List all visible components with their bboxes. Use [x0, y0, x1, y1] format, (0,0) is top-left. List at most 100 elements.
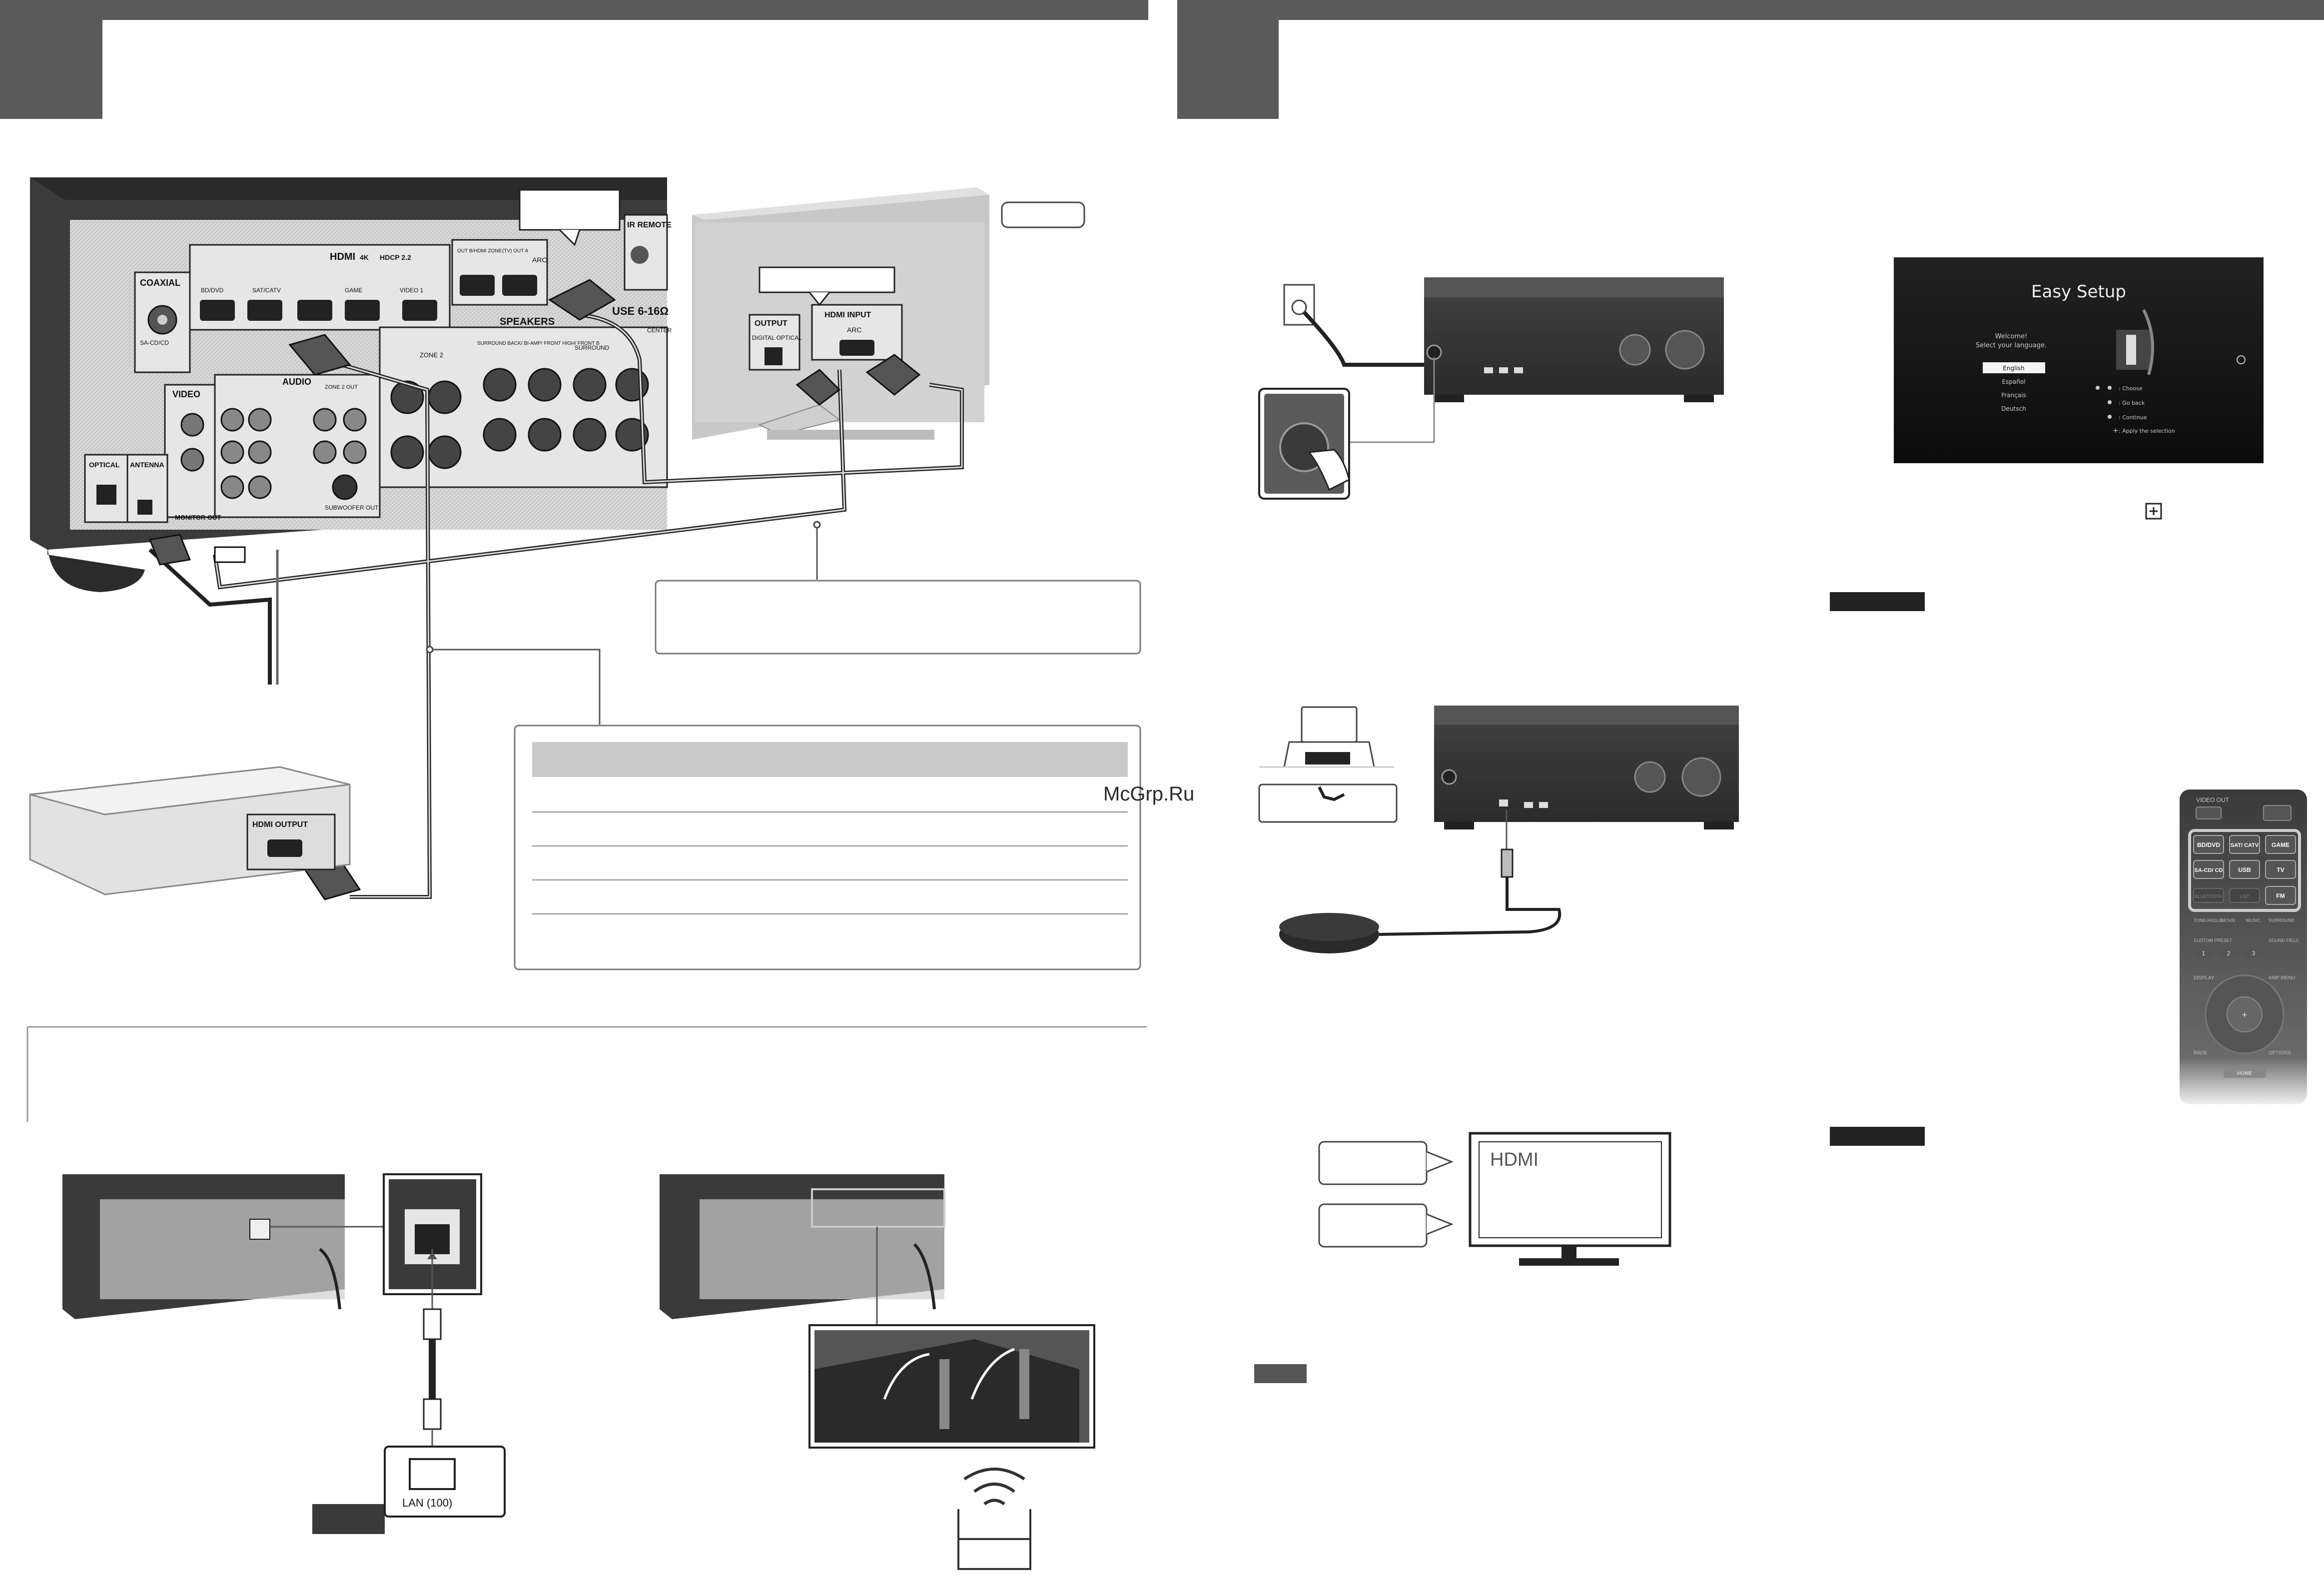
tv-arc-label: ARC [847, 326, 862, 334]
hdmi-table-box [426, 646, 1141, 970]
hdmi-out-b: OUT B/HDMI ZONE [457, 248, 502, 254]
remote-label-back: BACK [2194, 1050, 2208, 1056]
remote-label-display: DISPLAY [2194, 975, 2215, 981]
optical-label: OPTICAL [89, 461, 120, 469]
remote-fm-label: FM [2276, 892, 2285, 899]
remote-tv-label: TV [2277, 866, 2284, 873]
video-label: VIDEO [172, 389, 200, 399]
hdmi-output-label: HDMI OUTPUT [252, 820, 308, 829]
hdmi-input-ports [200, 300, 437, 321]
remote-enter-button[interactable] [2227, 996, 2263, 1032]
remote-label-amp-menu: AMP MENU [2269, 975, 2296, 981]
remote-sacd-button[interactable] [2193, 860, 2224, 879]
cable-plugs [148, 279, 921, 900]
select-language-text: Select your language. [1976, 342, 2047, 349]
zone2-out-label: ZONE 2 OUT [325, 384, 358, 390]
remote-usb-button[interactable] [2229, 860, 2260, 879]
speakers-label: SPEAKERS [500, 316, 555, 327]
language-english[interactable]: English [2003, 365, 2024, 372]
remote-label-options: OPTIONS [2269, 1050, 2291, 1056]
surround-label: SURROUND [575, 344, 610, 351]
speaker-terminals [390, 368, 649, 469]
remote-game-label: GAME [2272, 841, 2290, 848]
speaker-ohm-label: USE 6-16Ω [612, 305, 669, 317]
legend-continue: : Continue [2119, 414, 2147, 421]
apply-cross-icon: + [2113, 427, 2119, 435]
tv-callout [759, 266, 895, 293]
audio-label: AUDIO [282, 377, 311, 387]
remote-label-surround: SURROUND [2269, 918, 2295, 923]
surround-back-label: SURROUND BACK/ BI-AMP/ FRONT HIGH/ FRONT… [477, 341, 600, 346]
language-english-highlight[interactable] [1983, 362, 2045, 373]
router-wired: LAN (100) [312, 1446, 506, 1534]
remote-preset-3[interactable] [2244, 947, 2264, 958]
ir-remote-label: IR REMOTE [627, 221, 672, 229]
receiver-wireless-view [660, 1174, 1095, 1449]
legend-apply: : Apply the selection [2119, 428, 2175, 434]
remote-tv-button[interactable] [2265, 860, 2296, 879]
note-tag-3 [1254, 1364, 1307, 1383]
coaxial-sub-label: SA-CD/CD [140, 339, 169, 346]
remote-home-label: HOME [2237, 1071, 2252, 1076]
network-section-frame [26, 1026, 1147, 1122]
remote-home-button[interactable] [2224, 1067, 2266, 1078]
hdmi-badge-4k: 4K [360, 253, 369, 261]
hdmi-in-game: GAME [345, 287, 362, 294]
hdmi-header-label: HDMI [330, 251, 355, 262]
remote-usb-label: USB [2238, 866, 2251, 873]
remote-bd-dvd-label: BD/DVD [2197, 841, 2220, 848]
tv-optical-label: DIGITAL OPTICAL [752, 334, 802, 341]
tv-tag [1001, 201, 1085, 228]
hdmi-out-a: (TV) OUT A [502, 248, 528, 254]
lan-port-label: LAN (100) [402, 1497, 452, 1509]
language-francais[interactable]: Français [2001, 392, 2026, 399]
hdmi-badge-hdcp: HDCP 2.2 [380, 253, 411, 261]
hdmi-in-sat-catv: SAT/CATV [252, 287, 281, 294]
remote-label-custom-preset: CUSTOM PRESET [2194, 938, 2233, 943]
hdmi-out-callout [519, 189, 621, 231]
tv-input-display: HDMI [1318, 1132, 1671, 1266]
receiver-wired-view [62, 1173, 482, 1319]
hdmi-in-bd-dvd: BD/DVD [201, 287, 224, 294]
remote-enter-icon: + [2242, 1010, 2248, 1020]
remote-control: VIDEO OUT BD/DVD SAT/ CATV GAME SA-CD/ C… [2180, 790, 2307, 1104]
remote-list-button[interactable] [2229, 888, 2260, 903]
welcome-text: Welcome! [1995, 333, 2028, 340]
remote-bd-dvd-button[interactable] [2193, 835, 2224, 854]
tv-screen-hdmi-text: HDMI [1490, 1149, 1539, 1170]
remote-label-sound-field: SOUND FIELD [2269, 938, 2299, 943]
power-connection [1258, 277, 1724, 500]
legend-go-back: : Go back [2119, 400, 2145, 406]
remote-fm-button[interactable] [2265, 886, 2296, 905]
lan-cable [423, 1249, 442, 1469]
remote-sacd-label: SA-CD/ CD [2195, 867, 2223, 873]
remote-video-out-label: VIDEO OUT [2196, 796, 2230, 803]
antenna-label: ANTENNA [130, 461, 164, 469]
remote-input-group [2188, 829, 2301, 912]
remote-power-button[interactable] [2263, 805, 2292, 821]
receiver-rear-panel: COAXIAL SA-CD/CD HDMI 4K HDCP 2.2 BD/DVD… [30, 177, 672, 592]
remote-sat-catv-button[interactable] [2229, 835, 2260, 854]
language-deutsch[interactable]: Deutsch [2001, 405, 2026, 412]
tv-back-view: OUTPUT DIGITAL OPTICAL HDMI INPUT ARC [692, 187, 1085, 440]
remote-preset-2[interactable] [2219, 947, 2239, 958]
language-espanol[interactable]: Español [2002, 378, 2025, 385]
remote-bluetooth-label: BLUETOOTH [2195, 894, 2223, 899]
easy-setup-screen: Easy Setup Welcome! Select your language… [1894, 257, 2264, 463]
wifi-router [957, 1468, 1031, 1570]
zone2-speaker-label: ZONE 2 [420, 351, 443, 359]
remote-sat-catv-label: SAT/ CATV [2231, 842, 2259, 848]
remote-video-out-button[interactable] [2196, 806, 2222, 819]
note-tag-1 [1830, 592, 1925, 611]
remote-game-button[interactable] [2265, 835, 2296, 854]
coaxial-label: COAXIAL [140, 278, 180, 288]
callout-note-box [655, 521, 1141, 655]
remote-bluetooth-button[interactable] [2193, 888, 2224, 903]
watermark: McGrp.Ru [1103, 783, 1194, 805]
remote-label-movie: MOVIE [2221, 918, 2236, 923]
remote-label-music: MUSIC [2246, 918, 2261, 923]
subwoofer-out-label: SUBWOOFER OUT [325, 504, 379, 511]
remote-preset-1[interactable] [2194, 947, 2214, 958]
remote-preset-2-label: 2 [2227, 950, 2231, 957]
